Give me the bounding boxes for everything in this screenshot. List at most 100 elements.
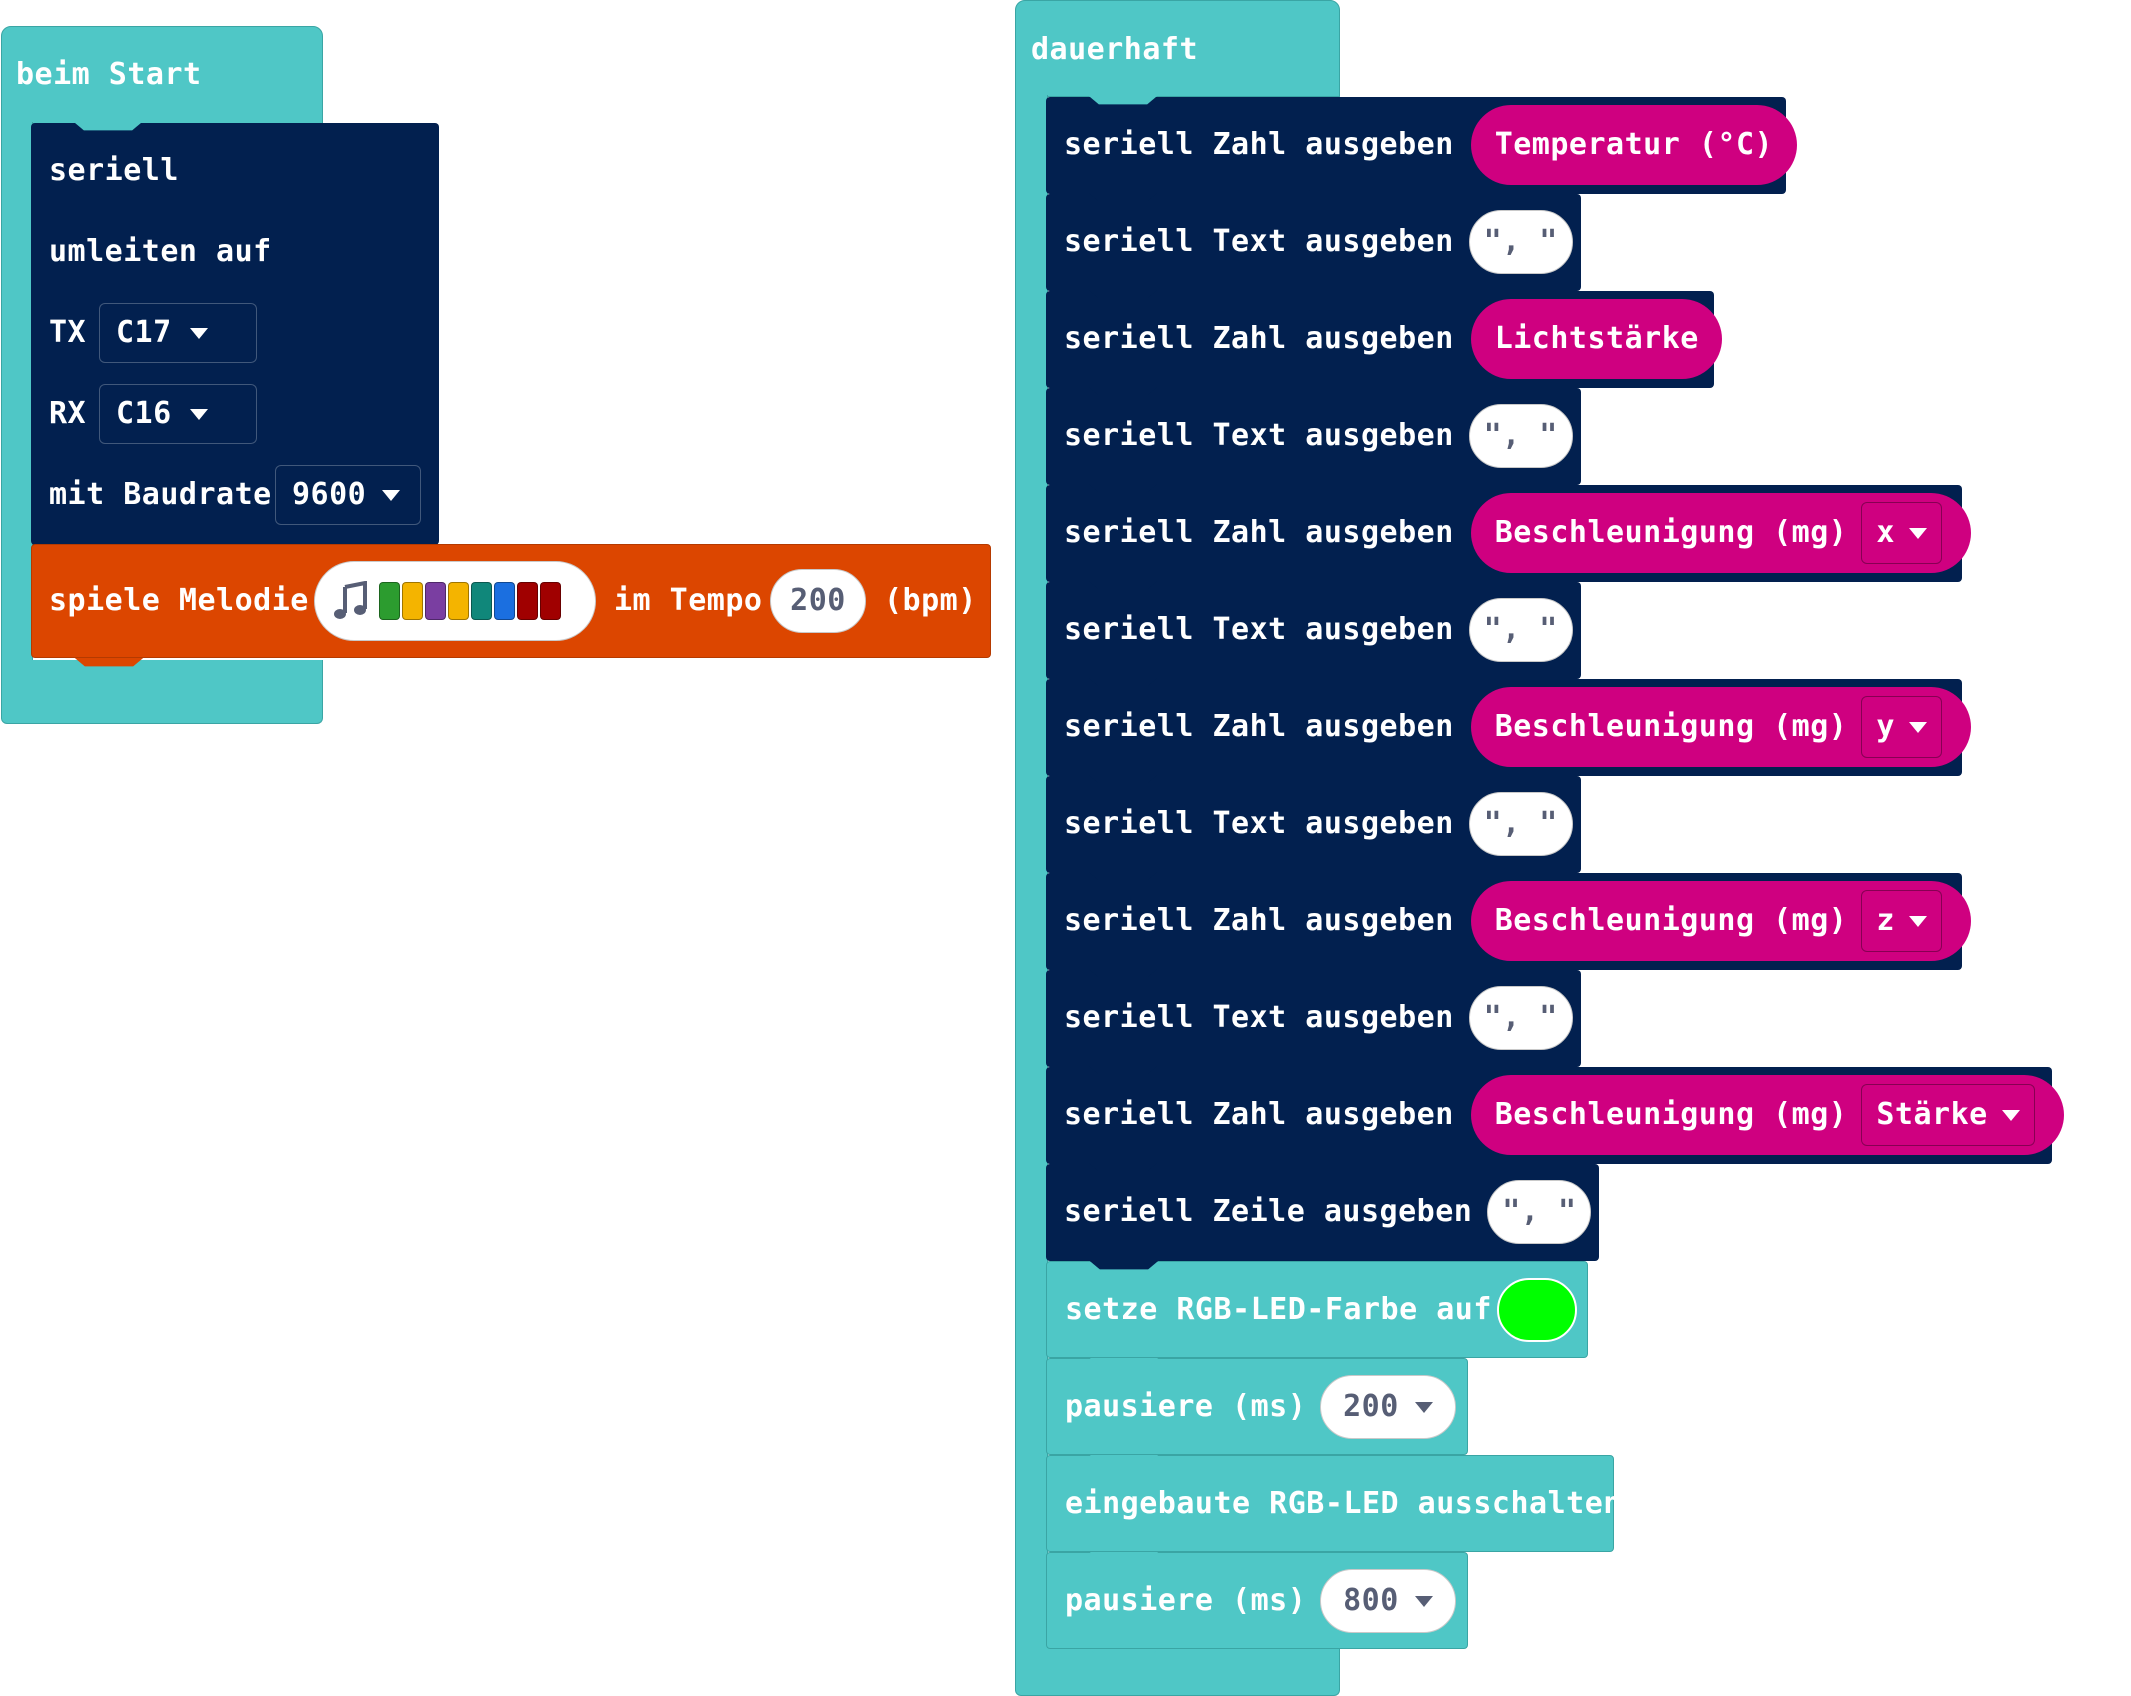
statement-block-15[interactable]: pausiere (ms)800 [1046,1552,1468,1658]
sensor-reporter-label: Beschleunigung (mg) [1494,903,1848,938]
block-notch-tab [1088,193,1158,202]
axis-dropdown[interactable]: y [1861,696,1942,758]
text-input[interactable]: ", " [1468,404,1573,468]
statement-label: seriell Zahl ausgeben [1064,127,1454,162]
text-input-value: ", " [1483,806,1558,841]
melody-note-0 [379,582,400,620]
block-notch-tab [1088,484,1158,493]
chevron-down-icon [189,408,208,420]
block-notch-tab [1088,581,1158,590]
sensor-reporter[interactable]: Temperatur (°C) [1470,105,1798,185]
block-notch [73,122,143,131]
melody-note-1 [402,582,423,620]
color-picker-swatch[interactable] [1497,1278,1578,1342]
rx-pin-dropdown[interactable]: C16 [99,384,257,444]
text-input-value: ", " [1483,1000,1558,1035]
rx-label: RX [49,396,87,431]
start-event-footer [1,660,323,724]
axis-dropdown-value: z [1876,903,1895,938]
forever-event-label: dauerhaft [1031,32,1199,67]
statement-label: seriell Zeile ausgeben [1064,1194,1473,1229]
sensor-reporter-label: Lichtstärke [1494,321,1699,356]
chevron-down-icon [1908,721,1927,733]
sensor-reporter[interactable]: Beschleunigung (mg)Stärke [1470,1075,2065,1155]
text-input-value: ", " [1483,612,1558,647]
play-melody-label: spiele Melodie [49,583,309,618]
statement-label: seriell Text ausgeben [1064,224,1454,259]
block-notch-tab [74,658,144,667]
melody-note-5 [494,582,515,620]
statement-label: seriell Text ausgeben [1064,806,1454,841]
statement-label: seriell Text ausgeben [1064,418,1454,453]
text-input[interactable]: ", " [1468,986,1573,1050]
statement-block-5[interactable]: seriell Text ausgeben ", " [1046,581,1581,687]
serial-redirect-label: seriell [49,153,179,188]
tx-label: TX [49,315,87,350]
statement-label: pausiere (ms) [1065,1389,1307,1424]
forever-event-hat[interactable]: dauerhaft [1015,0,1340,97]
melody-note-6 [517,582,538,620]
baud-rate-dropdown[interactable]: 9600 [275,465,421,525]
statement-block-3[interactable]: seriell Text ausgeben ", " [1046,387,1581,493]
block-notch-tab [1089,1358,1159,1367]
block-notch-tab [1088,1260,1158,1269]
block-notch-tab [1088,678,1158,687]
text-input[interactable]: ", " [1468,792,1573,856]
axis-dropdown[interactable]: Stärke [1861,1084,2035,1146]
statement-block-0[interactable]: seriell Zahl ausgeben Temperatur (°C) [1046,96,1798,202]
pause-duration-dropdown[interactable]: 800 [1320,1569,1457,1633]
serial-redirect-label-2: umleiten auf [49,234,272,269]
block-notch-tab [1088,290,1158,299]
block-notch-tab [1088,1163,1158,1172]
statement-label: seriell Text ausgeben [1064,1000,1454,1035]
statement-block-9[interactable]: seriell Text ausgeben ", " [1046,969,1581,1075]
text-input[interactable]: ", " [1468,210,1573,274]
forever-event-arm [1015,95,1048,1655]
statement-block-13[interactable]: pausiere (ms) 200 [1046,1358,1468,1464]
pause-duration-value: 200 [1343,1389,1399,1424]
melody-note-4 [471,582,492,620]
sensor-reporter[interactable]: Lichtstärke [1470,299,1723,379]
serial-redirect-block[interactable]: seriell umleiten auf TX C17 RX C16 mit B… [31,122,439,554]
chevron-down-icon [382,489,401,501]
statement-block-14[interactable]: eingebaute RGB-LED ausschalten [1046,1455,1621,1561]
statement-block-1[interactable]: seriell Text ausgeben ", " [1046,193,1581,299]
forever-event-footer [1015,1648,1340,1696]
baud-rate-value: 9600 [292,477,367,512]
block-notch-tab [1088,969,1158,978]
text-input[interactable]: ", " [1487,1180,1592,1244]
text-input[interactable]: ", " [1468,598,1573,662]
start-event-hat[interactable]: beim Start [1,26,323,124]
start-event-label: beim Start [16,57,202,92]
play-melody-block[interactable]: spiele Melodie im Tempo 200 (bpm) [31,544,991,667]
sensor-reporter-label: Beschleunigung (mg) [1494,709,1848,744]
statement-label: setze RGB-LED-Farbe auf [1065,1292,1492,1327]
block-notch-tab [1088,1066,1158,1075]
statement-block-7[interactable]: seriell Text ausgeben ", " [1046,775,1581,881]
axis-dropdown[interactable]: z [1861,890,1942,952]
melody-note-7 [540,582,561,620]
chevron-down-icon [1414,1595,1433,1607]
tempo-input[interactable]: 200 [770,569,866,633]
text-input-value: ", " [1483,418,1558,453]
pause-duration-dropdown[interactable]: 200 [1320,1375,1457,1439]
tempo-label: im Tempo [614,583,763,618]
statement-label: eingebaute RGB-LED ausschalten [1065,1486,1622,1521]
sensor-reporter[interactable]: Beschleunigung (mg) z [1470,881,1971,961]
block-notch [1088,96,1158,105]
tx-pin-dropdown[interactable]: C17 [99,303,257,363]
block-notch-tab [1088,387,1158,396]
tempo-unit: (bpm) [884,583,977,618]
sensor-reporter[interactable]: Beschleunigung (mg) y [1470,687,1971,767]
axis-dropdown[interactable]: x [1861,502,1942,564]
statement-block-11[interactable]: seriell Zeile ausgeben ", " [1046,1163,1599,1269]
statement-label: seriell Text ausgeben [1064,612,1454,647]
melody-input[interactable] [314,561,596,641]
sensor-reporter[interactable]: Beschleunigung (mg)x [1470,493,1971,573]
statement-block-12[interactable]: setze RGB-LED-Farbe auf [1046,1261,1588,1367]
